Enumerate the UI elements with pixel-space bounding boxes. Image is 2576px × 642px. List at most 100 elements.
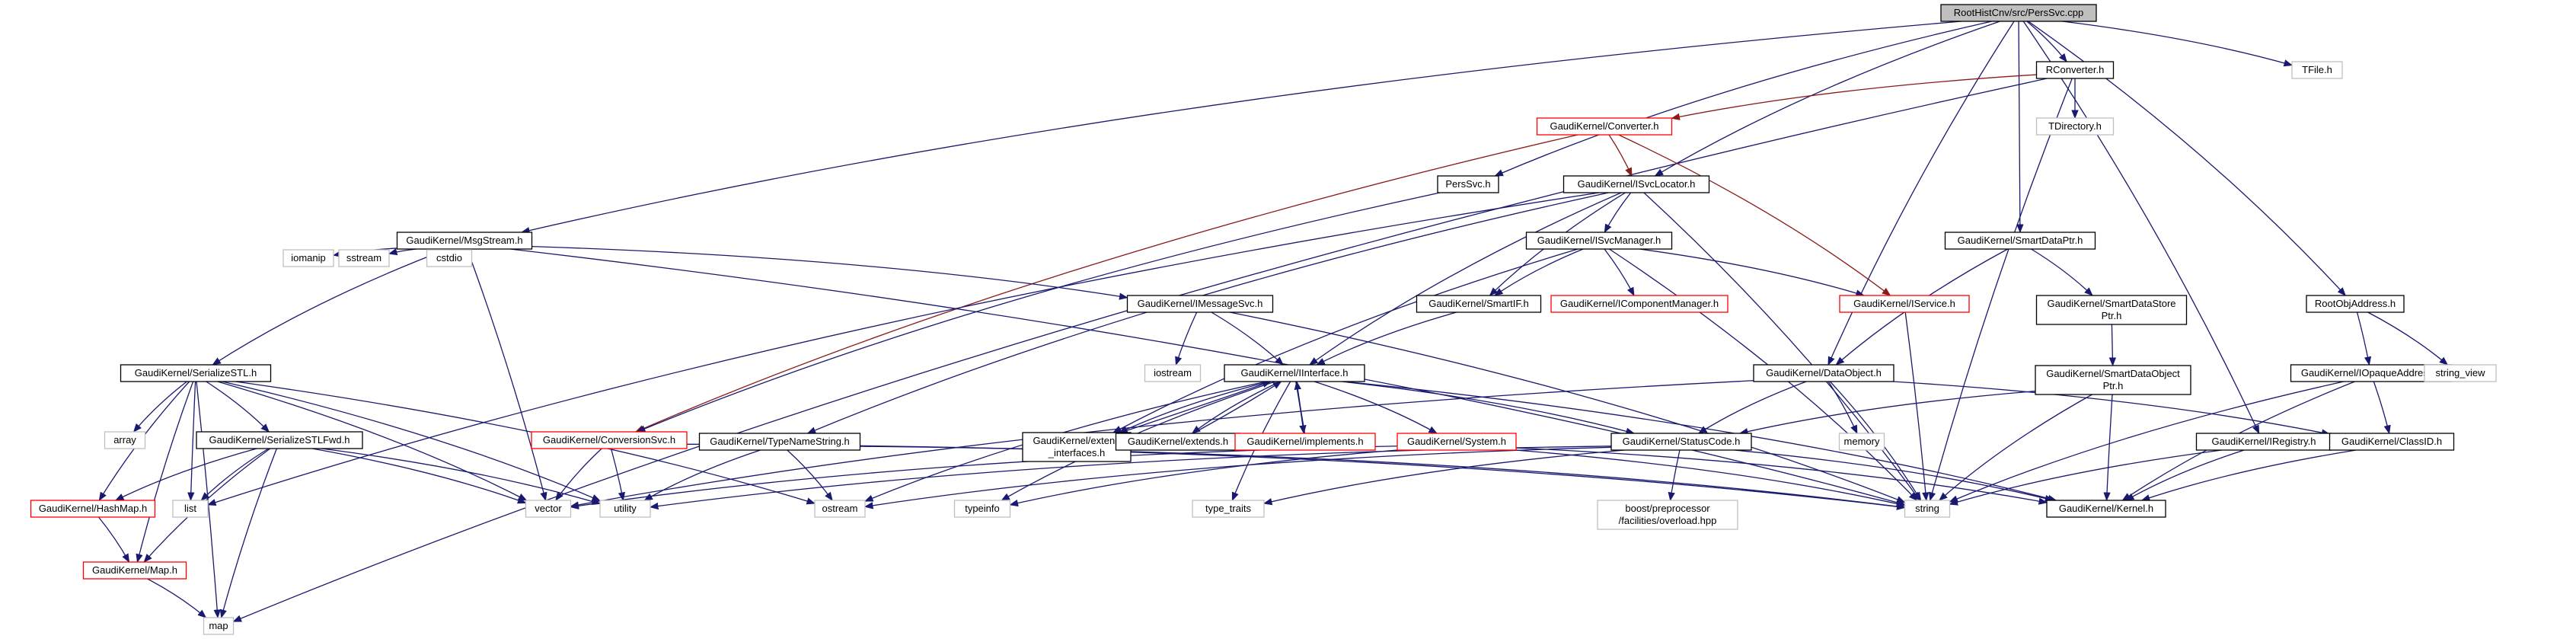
node-box — [1234, 433, 1376, 451]
node-tdir[interactable]: TDirectory.h — [2035, 117, 2115, 136]
edge-serializestl-to-serializestlfwd — [206, 381, 270, 433]
node-label: string — [1915, 503, 1939, 514]
node-rootobjaddr[interactable]: RootObjAddress.h — [2306, 295, 2405, 313]
node-typetraits[interactable]: type_traits — [1192, 500, 1265, 518]
node-label: TDirectory.h — [2048, 120, 2102, 132]
node-boostoverload[interactable]: boost/preprocessor/facilities/overload.h… — [1597, 500, 1738, 530]
node-tfile[interactable]: TFile.h — [2291, 61, 2343, 79]
node-array[interactable]: array — [104, 431, 146, 449]
node-serializestl[interactable]: GaudiKernel/SerializeSTL.h — [120, 364, 272, 382]
node-box — [1416, 295, 1542, 313]
node-label: type_traits — [1205, 503, 1251, 514]
node-smartif[interactable]: GaudiKernel/SmartIF.h — [1416, 295, 1542, 313]
node-box — [1022, 432, 1132, 462]
node-ostream[interactable]: ostream — [814, 500, 866, 518]
edge-typenamestring-to-ostream — [787, 449, 833, 501]
node-gmap[interactable]: GaudiKernel/Map.h — [82, 561, 187, 580]
edge-extendinterfaces-to-iinterface — [1120, 381, 1272, 433]
node-system[interactable]: GaudiKernel/System.h — [1397, 433, 1517, 451]
node-isvcloc[interactable]: GaudiKernel/ISvcLocator.h — [1563, 175, 1710, 193]
node-implements[interactable]: GaudiKernel/implements.h — [1234, 433, 1376, 451]
node-root[interactable]: RootHistCnv/src/PersSvc.cpp — [1940, 4, 2097, 22]
node-utility[interactable]: utility — [599, 500, 651, 518]
node-iservice[interactable]: GaudiKernel/IService.h — [1839, 295, 1970, 313]
node-label: string_view — [2435, 367, 2485, 378]
edge-rconv-to-conv — [1671, 74, 2037, 120]
edge-msgstream-to-imsgsvc — [531, 245, 1128, 300]
edge-rconv-to-map — [232, 78, 2048, 622]
node-classid[interactable]: GaudiKernel/ClassID.h — [2329, 433, 2455, 451]
edge-root-to-dataobject — [1827, 21, 2015, 366]
node-convsvc[interactable]: GaudiKernel/ConversionSvc.h — [531, 431, 688, 449]
node-label: map — [209, 620, 228, 631]
edge-statuscode-to-typetraits — [1262, 449, 1625, 506]
node-label: iomanip — [291, 252, 326, 264]
node-smartdataptr[interactable]: GaudiKernel/SmartDataPtr.h — [1944, 232, 2096, 250]
node-dataobject[interactable]: GaudiKernel/DataObject.h — [1753, 364, 1894, 382]
node-label: TFile.h — [2302, 64, 2332, 75]
node-box — [1838, 433, 1885, 451]
node-label: list — [184, 503, 196, 514]
node-msgstream[interactable]: GaudiKernel/MsgStream.h — [396, 232, 533, 250]
node-extendinterfaces[interactable]: GaudiKernel/extend_interfaces.h — [1022, 432, 1132, 462]
node-box — [1536, 117, 1673, 136]
node-hashmap[interactable]: GaudiKernel/HashMap.h — [30, 500, 156, 518]
node-perssvch[interactable]: PersSvc.h — [1437, 175, 1499, 193]
edge-isvcloc-to-list — [206, 192, 1600, 506]
node-box — [1839, 295, 1970, 313]
edge-serializestl-to-gmap — [136, 381, 194, 564]
edge-smartif-to-iinterface — [1316, 311, 1457, 366]
node-iopaqueaddr[interactable]: GaudiKernel/IOpaqueAddress.h — [2290, 364, 2453, 382]
edge-serializestlfwd-to-vector — [312, 448, 527, 504]
node-serializestlfwd[interactable]: GaudiKernel/SerializeSTLFwd.h — [196, 431, 363, 449]
node-box — [1437, 175, 1499, 193]
node-stringview[interactable]: string_view — [2424, 364, 2497, 382]
node-box — [426, 249, 473, 267]
node-vector[interactable]: vector — [525, 500, 572, 518]
node-kernel[interactable]: GaudiKernel/Kernel.h — [2046, 500, 2166, 518]
node-sstream[interactable]: sstream — [338, 249, 390, 267]
node-rconv[interactable]: RConverter.h — [2035, 61, 2115, 79]
node-box — [82, 561, 187, 580]
node-extends[interactable]: GaudiKernel/extends.h — [1115, 433, 1241, 451]
node-typenamestring[interactable]: GaudiKernel/TypeNameString.h — [698, 433, 861, 451]
node-map[interactable]: map — [203, 617, 235, 635]
edge-statuscode-to-ostream — [863, 446, 1612, 509]
node-imsgsvc[interactable]: GaudiKernel/IMessageSvc.h — [1126, 295, 1274, 313]
node-cstdio[interactable]: cstdio — [426, 249, 473, 267]
edge-iinterface-to-statuscode — [1342, 381, 1636, 435]
node-label: iostream — [1154, 367, 1192, 378]
node-icompmgr[interactable]: GaudiKernel/IComponentManager.h — [1550, 295, 1729, 313]
node-box — [2035, 365, 2191, 395]
node-conv[interactable]: GaudiKernel/Converter.h — [1536, 117, 1673, 136]
node-memory[interactable]: memory — [1838, 433, 1885, 451]
edge-isvcloc-to-string — [1643, 192, 1920, 501]
node-label: PersSvc.h — [1445, 178, 1490, 190]
node-statuscode[interactable]: GaudiKernel/StatusCode.h — [1610, 433, 1752, 451]
node-string[interactable]: string — [1904, 500, 1951, 518]
edge-iopaqueaddr-to-classid — [2373, 381, 2391, 435]
node-label: GaudiKernel/SmartDataPtr.h — [1958, 235, 2083, 246]
node-label: GaudiKernel/StatusCode.h — [1623, 436, 1741, 447]
edge-root-to-isvcloc — [1654, 21, 2000, 177]
node-label: GaudiKernel/SmartIF.h — [1428, 298, 1529, 309]
node-label: GaudiKernel/DataObject.h — [1766, 367, 1882, 378]
edge-serializestl-to-utility — [222, 381, 602, 502]
node-iregistry[interactable]: GaudiKernel/IRegistry.h — [2195, 433, 2332, 451]
edge-root-to-rconv — [2026, 21, 2067, 62]
node-iinterface[interactable]: GaudiKernel/IInterface.h — [1224, 364, 1365, 382]
node-label: GaudiKernel/ISvcLocator.h — [1578, 178, 1696, 190]
edge-hashmap-to-gmap — [97, 516, 130, 564]
node-isvcmgr[interactable]: GaudiKernel/ISvcManager.h — [1525, 232, 1673, 250]
node-label: Ptr.h — [2102, 310, 2122, 321]
edge-iinterface-to-kernel — [1344, 381, 2057, 502]
edge-isvcloc-to-typenamestring — [806, 192, 1609, 434]
node-list[interactable]: list — [172, 500, 209, 518]
node-iostream[interactable]: iostream — [1144, 364, 1202, 382]
edge-msgstream-to-sstream — [388, 248, 417, 256]
node-iomanip[interactable]: iomanip — [282, 249, 334, 267]
node-label: GaudiKernel/extend — [1033, 435, 1121, 446]
node-typeinfo[interactable]: typeinfo — [953, 500, 1011, 518]
